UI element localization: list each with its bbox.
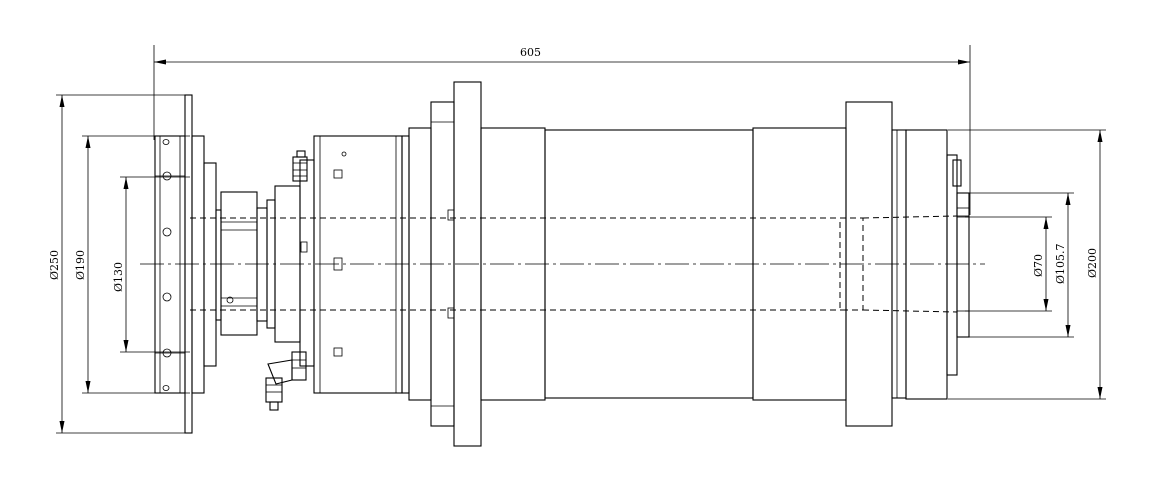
flange-outer-diameter-label: Ø250 — [48, 250, 61, 280]
dimension-shaft-diameter: Ø70 — [965, 216, 1052, 312]
dimension-shaft-shoulder: Ø105.7 — [965, 192, 1074, 338]
overall-length-label: 605 — [520, 46, 541, 59]
dimension-flange-pcd: Ø190 — [74, 135, 190, 394]
rear-shaft — [946, 154, 970, 376]
front-housing — [274, 135, 410, 394]
flange-pcd-label: Ø190 — [74, 250, 87, 280]
shaft-shoulder-label: Ø105.7 — [1054, 243, 1067, 284]
dimension-flange-outer-diameter: Ø250 — [48, 94, 192, 434]
dimension-overall-length: 605 — [153, 45, 971, 215]
front-bore-label: Ø130 — [112, 262, 125, 292]
dimension-front-bore: Ø130 — [112, 176, 190, 353]
bottom-elbow-fitting — [265, 351, 307, 411]
rear-diameter-label: Ø200 — [1086, 248, 1099, 278]
dimension-rear-diameter: Ø200 — [948, 129, 1106, 400]
spindle-nose — [215, 191, 276, 336]
shaft-diameter-label: Ø70 — [1032, 254, 1045, 277]
top-fitting — [292, 150, 308, 182]
